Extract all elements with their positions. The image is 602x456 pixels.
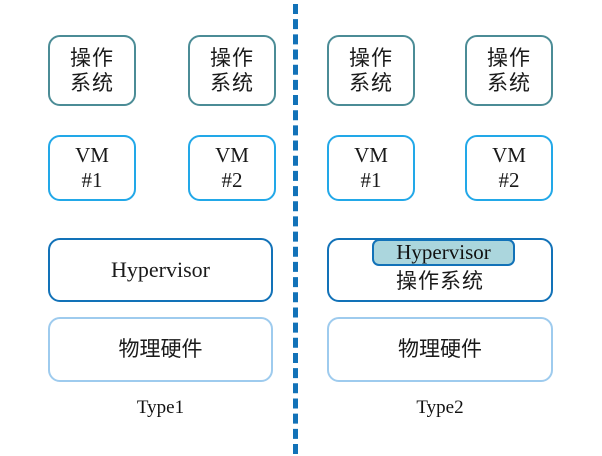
left-vm-box-1: VM #1 [48,135,136,201]
right-vm-box-2: VM #2 [465,135,553,201]
right-physical-hardware-box: 物理硬件 [327,317,553,382]
right-hypervisor-chip: Hypervisor [372,239,515,266]
left-physical-hardware-box: 物理硬件 [48,317,273,382]
vertical-dashed-divider [293,4,298,454]
right-host-os-label: 操作系统 [396,269,484,294]
right-caption-type2: Type2 [416,397,464,418]
right-os-box-1: 操作 系统 [327,35,415,106]
left-os-box-2: 操作 系统 [188,35,276,106]
left-hypervisor-box: Hypervisor [48,238,273,302]
right-os-box-2: 操作 系统 [465,35,553,106]
left-caption-type1: Type1 [136,397,185,418]
left-os-box-1: 操作 系统 [48,35,136,106]
right-vm-box-1: VM #1 [327,135,415,201]
left-vm-box-2: VM #2 [188,135,276,201]
